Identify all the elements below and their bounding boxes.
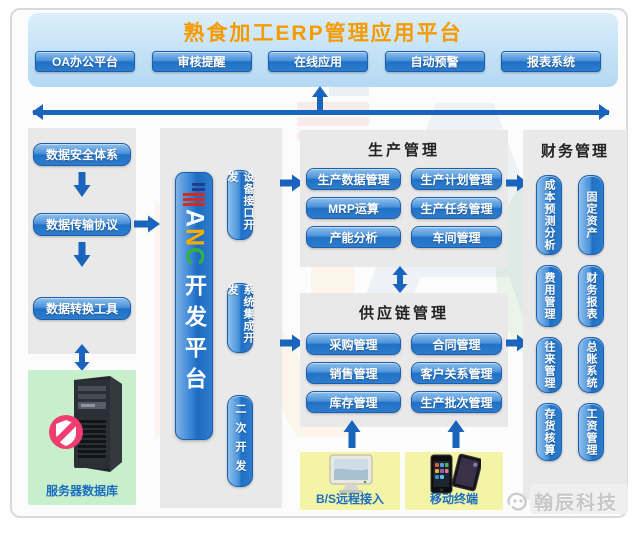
lanc-logo-letters: ANC xyxy=(180,209,209,267)
server-tower-icon xyxy=(49,376,122,472)
module-current-accounts[interactable]: 往来管理 xyxy=(536,337,562,393)
module-expense-mgmt[interactable]: 费用管理 xyxy=(536,265,562,327)
up-arrow-icon xyxy=(447,420,465,448)
button-report-system[interactable]: 报表系统 xyxy=(501,51,601,72)
module-workshop-mgmt[interactable]: 车间管理 xyxy=(411,226,502,248)
bs-remote-access-box: B/S远程接入 xyxy=(300,452,400,510)
up-arrow-icon xyxy=(343,420,361,448)
button-online-app[interactable]: 在线应用 xyxy=(268,51,368,72)
right-arrow-icon xyxy=(506,334,528,352)
bus-up-arrow-icon xyxy=(312,86,328,110)
module-sales-mgmt[interactable]: 销售管理 xyxy=(306,362,401,384)
right-arrow-icon xyxy=(280,334,304,352)
module-purchase-mgmt[interactable]: 采购管理 xyxy=(306,333,401,355)
module-mrp-calc[interactable]: MRP运算 xyxy=(306,197,401,219)
button-auto-alert[interactable]: 自动预警 xyxy=(384,51,485,72)
module-payroll-mgmt[interactable]: 工资管理 xyxy=(578,403,604,461)
bus-double-arrow-icon xyxy=(24,104,618,121)
finance-modules: 成本预测分析 固定资产 费用管理 财务报表 往来管理 总账系统 存货核算 工资管… xyxy=(536,175,604,461)
module-crm[interactable]: 客户关系管理 xyxy=(411,362,502,384)
right-arrow-icon xyxy=(280,174,304,192)
brand-tab xyxy=(530,484,628,514)
module-batch-mgmt[interactable]: 生产批次管理 xyxy=(411,391,502,413)
module-cost-forecast-analysis[interactable]: 成本预测分析 xyxy=(536,175,562,255)
lanc-logo-mark-icon xyxy=(183,183,205,206)
service-system-integration-dev[interactable]: 系统集成开发 xyxy=(226,283,254,353)
module-production-data[interactable]: 生产数据管理 xyxy=(306,168,401,190)
module-stock-accounting[interactable]: 存货核算 xyxy=(536,403,562,461)
down-arrow-icon xyxy=(73,172,91,197)
mobile-devices-icon xyxy=(430,453,481,494)
shield-block-badge-icon xyxy=(49,415,83,449)
supply-chain-modules: 采购管理 合同管理 销售管理 客户关系管理 库存管理 生产批次管理 xyxy=(306,333,502,413)
brand-logo-swirl-icon xyxy=(507,492,527,511)
header-banner xyxy=(28,13,618,87)
server-database-label: 服务器数据库 xyxy=(45,484,118,498)
mobile-terminal-box: 移动终端 xyxy=(405,452,503,510)
platform-label: 开发平台 xyxy=(182,274,207,399)
service-secondary-dev[interactable]: 二次开发 xyxy=(227,395,253,487)
mobile-terminal-label: 移动终端 xyxy=(429,492,478,506)
right-arrow-icon xyxy=(506,174,528,192)
finance-title: 财务管理 xyxy=(540,143,609,160)
button-oa-platform[interactable]: OA办公平台 xyxy=(35,51,135,72)
desktop-monitor-icon xyxy=(329,454,373,493)
module-data-transfer-protocol[interactable]: 数据传输协议 xyxy=(33,213,131,236)
module-data-security[interactable]: 数据安全体系 xyxy=(33,143,131,166)
server-database-box: 服务器数据库 xyxy=(28,370,136,505)
module-production-task[interactable]: 生产任务管理 xyxy=(411,197,502,219)
module-fixed-assets[interactable]: 固定资产 xyxy=(578,175,604,255)
lanc-dev-platform-block[interactable]: ANC 开发平台 xyxy=(175,172,213,440)
brand-watermark-text: 翰辰科技 xyxy=(534,493,619,514)
page-title: 熟食加工ERP管理应用平台 xyxy=(183,22,463,45)
module-inventory-mgmt[interactable]: 库存管理 xyxy=(306,391,401,413)
vertical-double-arrow-icon xyxy=(392,266,408,293)
production-modules: 生产数据管理 生产计划管理 MRP运算 生产任务管理 产能分析 车间管理 xyxy=(306,168,502,248)
module-data-conversion-tool[interactable]: 数据转换工具 xyxy=(33,297,131,320)
production-title: 生产管理 xyxy=(367,142,440,159)
button-audit-reminder[interactable]: 审核提醒 xyxy=(151,51,252,72)
vertical-double-arrow-icon xyxy=(74,344,90,371)
module-production-plan[interactable]: 生产计划管理 xyxy=(411,168,502,190)
right-arrow-icon xyxy=(134,215,160,233)
bs-remote-access-label: B/S远程接入 xyxy=(315,492,384,506)
down-arrow-icon xyxy=(73,242,91,267)
module-capacity-analysis[interactable]: 产能分析 xyxy=(306,226,401,248)
module-contract-mgmt[interactable]: 合同管理 xyxy=(411,333,502,355)
module-general-ledger[interactable]: 总账系统 xyxy=(578,337,604,393)
module-financial-reports[interactable]: 财务报表 xyxy=(578,265,604,327)
supply-chain-title: 供应链管理 xyxy=(358,305,449,322)
header-button-row: OA办公平台 审核提醒 在线应用 自动预警 报表系统 xyxy=(35,51,601,72)
service-device-interface-dev[interactable]: 设备接口开发 xyxy=(226,170,254,240)
